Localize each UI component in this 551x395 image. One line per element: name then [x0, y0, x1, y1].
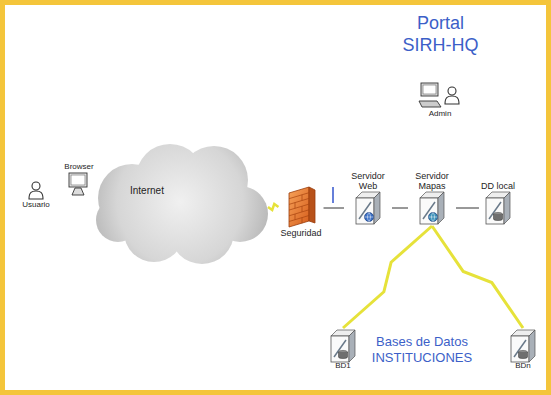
- firewall-front: [289, 187, 309, 227]
- server-front: [331, 336, 349, 362]
- globe-symbol: [365, 213, 374, 222]
- server-node: Servidor Web: [344, 170, 392, 226]
- globe-lines: [429, 213, 438, 222]
- server-node: DD local: [479, 180, 517, 226]
- server-front: [486, 198, 504, 224]
- server-side: [438, 192, 444, 224]
- cloud-node: Internet: [92, 140, 268, 265]
- person-icon: [28, 181, 44, 199]
- person-body: [29, 191, 43, 199]
- browser-node: Browser: [62, 161, 95, 198]
- firewall-side: [309, 187, 315, 223]
- cloud-puff: [96, 198, 140, 242]
- server-front: [356, 198, 374, 224]
- server-side: [504, 192, 510, 224]
- monitor-case: [69, 173, 87, 187]
- node-label: Servidor Mapas: [410, 171, 454, 191]
- admin-monitor: [421, 83, 438, 96]
- node-label: Internet: [130, 185, 164, 197]
- db-icon: [511, 330, 535, 360]
- group-label: Bases de Datos INSTITUCIONES: [360, 334, 484, 366]
- firewall-bricks: [289, 193, 309, 224]
- globe-symbol: [429, 213, 438, 222]
- monitor-screen: [71, 175, 85, 185]
- firewall-icon: [285, 187, 317, 227]
- disk-body: [339, 352, 348, 359]
- admin-icon: [418, 82, 462, 108]
- admin-keyboard: [419, 101, 441, 107]
- node-label: Admin: [429, 109, 452, 118]
- wireless-link: [268, 204, 278, 210]
- disk-body: [493, 214, 502, 221]
- server-side: [349, 330, 355, 362]
- person-body: [445, 96, 459, 104]
- node-label: BDn: [515, 361, 531, 370]
- admin-person: [445, 87, 459, 104]
- node-label: DD local: [481, 181, 515, 191]
- cloud-puff: [147, 165, 227, 245]
- node-label: Servidor Web: [346, 171, 390, 191]
- maps-icon: [420, 192, 444, 224]
- wireless-link: [432, 226, 523, 328]
- admin-screen: [423, 85, 436, 94]
- node-label: Seguridad: [280, 228, 321, 238]
- server-side: [374, 192, 380, 224]
- network-link: [392, 208, 408, 209]
- blue-tick: [332, 187, 334, 203]
- person-head: [32, 182, 40, 190]
- disk-icon: [486, 192, 510, 224]
- server-node: Servidor Mapas: [408, 170, 456, 226]
- admin-node: Admin: [416, 80, 464, 119]
- monitor-stand: [72, 188, 84, 195]
- portal-title: Portal SIRH-HQ: [393, 12, 488, 56]
- disk-body: [519, 352, 528, 359]
- network-link: [324, 208, 344, 209]
- wireless-link: [343, 226, 432, 328]
- cloud-shape: [92, 140, 268, 265]
- network-link: [456, 208, 479, 209]
- database-node: BDn: [509, 328, 537, 371]
- user-node: Usuario: [20, 179, 52, 210]
- person-head: [448, 87, 456, 95]
- server-front: [511, 336, 529, 362]
- database-node: BD1: [329, 328, 357, 371]
- server-side: [529, 330, 535, 362]
- node-label: BD1: [335, 361, 351, 370]
- globe-lines: [365, 213, 374, 222]
- node-label: Usuario: [22, 200, 50, 209]
- node-label: Browser: [64, 162, 93, 171]
- server-front: [420, 198, 438, 224]
- firewall-node: Seguridad: [278, 185, 323, 239]
- web-icon: [356, 192, 380, 224]
- db-icon: [331, 330, 355, 360]
- monitor-icon: [68, 172, 90, 196]
